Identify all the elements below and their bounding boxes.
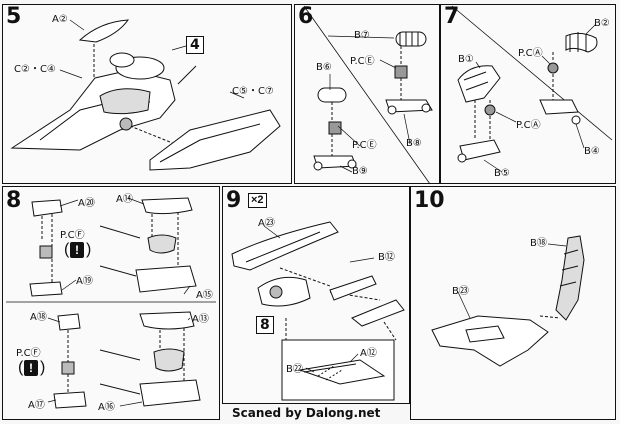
step-9-drawing (231, 221, 405, 401)
step-8-number: 8 (6, 188, 22, 213)
warn-bottom-close-paren: ) (40, 359, 46, 376)
part-ref-8: 8 (256, 316, 274, 334)
label-b2: B② (594, 18, 610, 29)
label-b7: B⑦ (354, 30, 370, 41)
warning-icon: ! (70, 242, 84, 258)
step-9-multiplier: ×2 (248, 193, 267, 208)
label-a18: A⑱ (30, 312, 47, 323)
scan-credit: Scaned by Dalong.net (232, 406, 381, 420)
step-6-drawing (303, 5, 433, 185)
label-c5-c7: C⑤・C⑦ (232, 86, 274, 97)
label-pcf-top: P.CⒻ (60, 230, 85, 241)
step-6-number: 6 (298, 4, 314, 29)
label-b12: B⑫ (378, 252, 395, 263)
label-a15: A⑮ (196, 290, 213, 301)
label-a19: A⑲ (76, 276, 93, 287)
warn-top-open-paren: ( (64, 241, 70, 258)
label-pce-top: P.CⒺ (350, 56, 375, 67)
label-b8: B⑧ (406, 138, 422, 149)
step-10-number: 10 (414, 188, 445, 213)
label-b1: B① (458, 54, 474, 65)
label-b23: B㉓ (452, 286, 469, 297)
step-9-number: 9 (226, 188, 242, 213)
label-b9: B⑨ (352, 166, 368, 177)
label-a14: A⑭ (116, 194, 133, 205)
step-7-drawing (451, 5, 613, 163)
step-7-number: 7 (444, 4, 460, 29)
warning-icon: ! (24, 360, 38, 376)
warn-top-close-paren: ) (86, 241, 92, 258)
label-b18: B⑱ (530, 238, 547, 249)
label-pca-top: P.CⒶ (518, 48, 543, 59)
step-8-drawing (6, 197, 216, 409)
label-b6: B⑥ (316, 62, 332, 73)
warn-bottom-open-paren: ( (18, 359, 24, 376)
step-10-drawing (431, 235, 585, 367)
label-pca-mid: P.CⒶ (516, 120, 541, 131)
leader-lines (47, 19, 597, 407)
label-b4: B④ (584, 146, 600, 157)
label-c2-c4: C②・C④ (14, 64, 56, 75)
step-5-drawing (10, 19, 281, 171)
label-a23: A㉓ (258, 218, 275, 229)
step-10-panel (410, 186, 616, 420)
label-a20: A⑳ (78, 198, 95, 209)
step-5-number: 5 (6, 4, 22, 29)
label-a13: A⑬ (192, 314, 209, 325)
label-b22: B㉒ (286, 364, 303, 375)
label-a16: A⑯ (98, 402, 115, 413)
part-ref-4: 4 (186, 36, 204, 54)
label-a17: A⑰ (28, 400, 45, 411)
label-b5: B⑤ (494, 168, 510, 179)
label-pce-bottom: P.CⒺ (352, 140, 377, 151)
label-pcf-bottom: P.CⒻ (16, 348, 41, 359)
label-a12: A⑫ (360, 348, 377, 359)
label-a2: A② (52, 14, 68, 25)
